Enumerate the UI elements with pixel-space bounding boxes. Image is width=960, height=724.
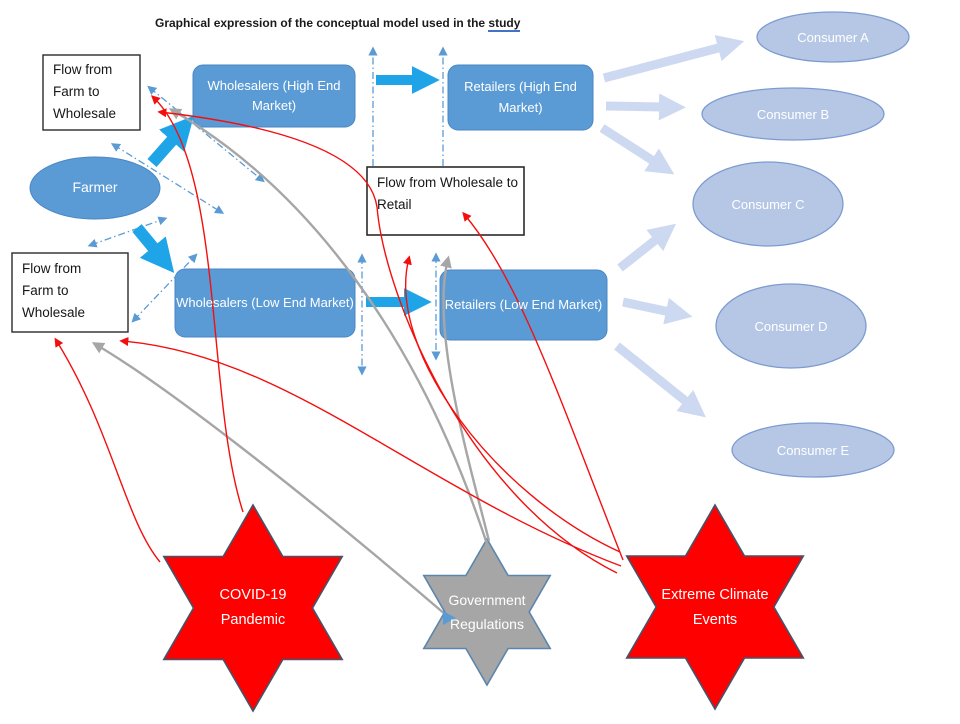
consumer-b-ellipse	[701, 87, 885, 141]
consumer-e-ellipse	[731, 422, 895, 478]
arrow-retailhigh-consumerB	[605, 93, 686, 121]
arrow-retaillow-consumerD	[622, 297, 693, 325]
flow-farm-wholesale-bottom-box	[11, 252, 129, 333]
dashed-diagonal-farmer-flow2	[87, 216, 168, 248]
title-text: Graphical expression of the conceptual m…	[155, 16, 489, 30]
consumer-c-ellipse	[692, 161, 844, 247]
curve-climate-flow1	[157, 108, 618, 574]
curve-covid-flow2	[54, 337, 161, 563]
wholesalers-low-box	[174, 268, 356, 338]
covid-star	[162, 503, 344, 713]
arrow-retaillow-consumerE	[614, 342, 706, 418]
farmer-ellipse	[29, 156, 161, 220]
consumer-d-ellipse	[715, 283, 867, 369]
red-influence-curves	[54, 95, 624, 574]
arrow-retaillow-consumerC	[617, 223, 677, 272]
arrow-farmer-wholesalers-high	[147, 115, 194, 167]
retailer-to-consumer-arrows	[599, 34, 745, 418]
curve-climate-flow2	[119, 336, 622, 567]
retailers-low-box	[439, 269, 608, 341]
curve-covid-flow1	[151, 95, 244, 513]
government-star	[422, 537, 552, 687]
diagram-title: Graphical expression of the conceptual m…	[155, 16, 521, 32]
curve-climate-wholesale-retail	[462, 211, 624, 561]
wholesalers-high-box	[192, 64, 356, 128]
gray-influence-curves	[91, 108, 491, 616]
arrow-farmer-wholesalers-low	[132, 224, 175, 274]
flow-farm-wholesale-top-box	[42, 54, 141, 131]
study-link[interactable]: study	[488, 16, 521, 32]
climate-star	[625, 503, 805, 711]
small-blue-arrowhead	[443, 611, 456, 625]
curve-gov-flow1	[168, 108, 489, 545]
flow-wholesale-retail-box	[366, 166, 525, 236]
arrow-retailhigh-consumerA	[602, 34, 745, 83]
dashed-diagonal-flow1-wholesaler	[147, 85, 265, 183]
curve-climate-lowflow	[402, 255, 621, 553]
dashed-diagonal-farmer-right	[110, 143, 225, 214]
dashed-diagonal-flow2-wholesaler	[131, 253, 198, 323]
dashed-connectors	[87, 46, 448, 376]
retailers-high-box	[447, 64, 594, 131]
curve-gov-flow2	[91, 342, 447, 616]
curve-gov-retailers-low	[440, 255, 491, 542]
consumer-a-ellipse	[756, 11, 910, 63]
arrow-retailhigh-consumerC	[599, 124, 675, 175]
